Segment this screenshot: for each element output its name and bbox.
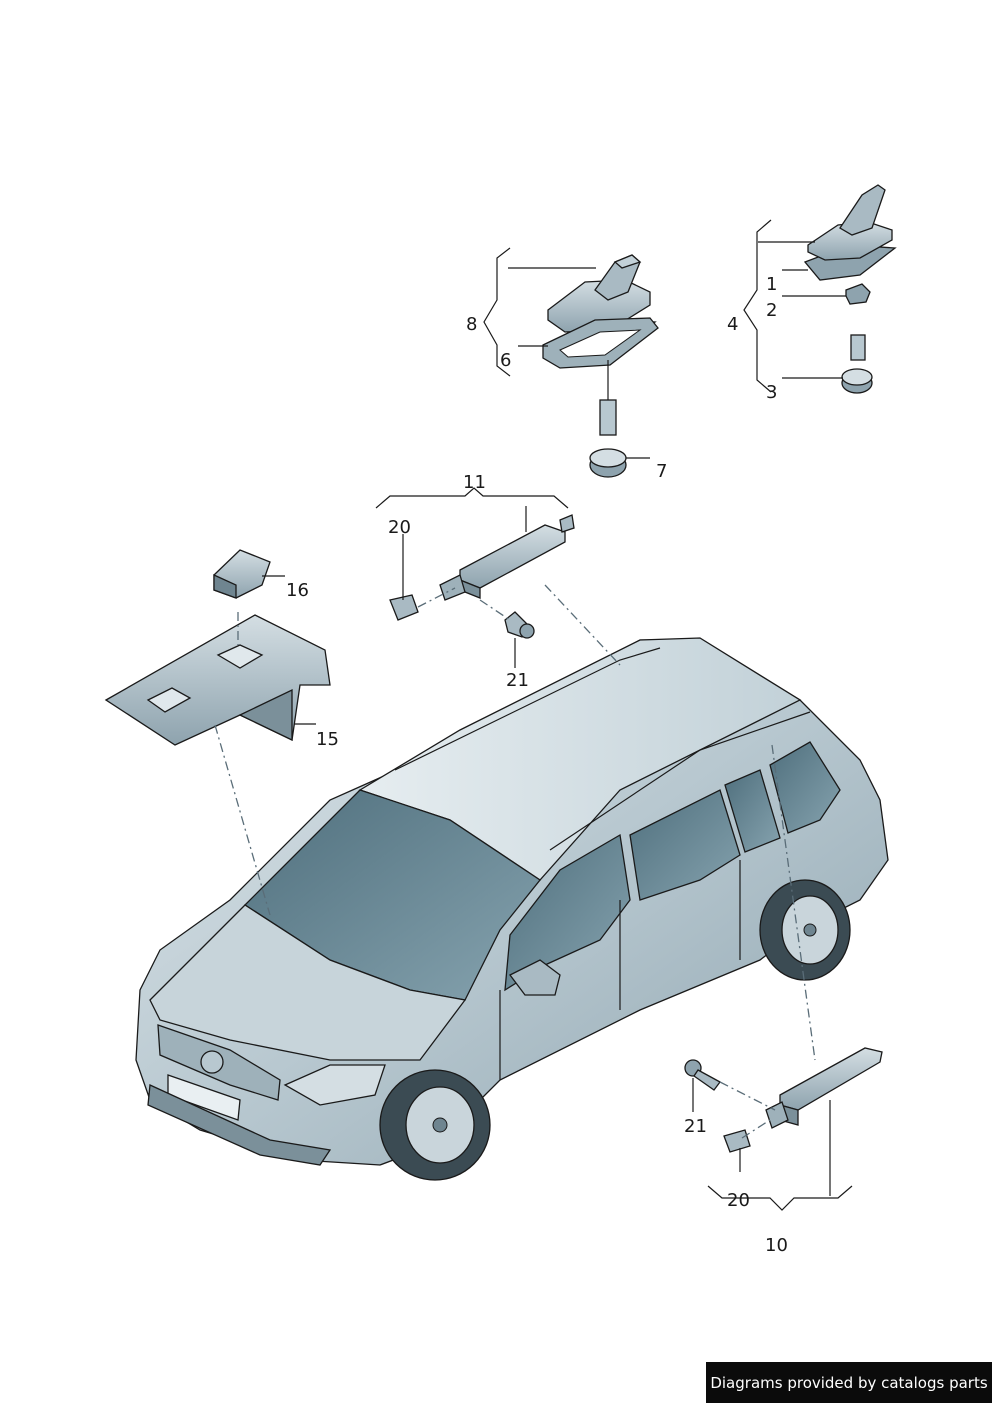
callout-2: 2 — [766, 300, 777, 321]
antenna-cable-8 — [599, 360, 617, 436]
roof-antenna-4 — [803, 184, 897, 281]
antenna-seal-6 — [542, 317, 659, 369]
callout-11: 11 — [463, 472, 486, 493]
alignment-lines — [214, 584, 816, 1139]
callout-20-upper: 20 — [388, 517, 411, 538]
callout-20-lower: 20 — [727, 1190, 750, 1211]
callout-10: 10 — [765, 1235, 788, 1256]
callout-21-lower: 21 — [684, 1116, 707, 1137]
callout-7: 7 — [656, 461, 667, 482]
antenna-nut-7 — [589, 448, 627, 478]
camera-module-16 — [213, 549, 271, 599]
attribution-banner: Diagrams provided by catalogs parts — [706, 1362, 992, 1403]
attribution-text: Diagrams provided by catalogs parts — [710, 1373, 988, 1392]
callout-labels: 1 2 3 4 6 7 8 10 11 15 16 20 20 21 21 — [286, 274, 788, 1256]
callout-21-upper: 21 — [506, 670, 529, 691]
amplifier-module-11 — [439, 514, 575, 601]
antenna-nut-3 — [841, 368, 873, 394]
callout-6: 6 — [500, 350, 511, 371]
callout-16: 16 — [286, 580, 309, 601]
callout-8: 8 — [466, 314, 477, 335]
callout-15: 15 — [316, 729, 339, 750]
amplifier-module-10 — [765, 1047, 883, 1129]
callout-1: 1 — [766, 274, 777, 295]
callout-3: 3 — [766, 382, 777, 403]
vehicle-illustration — [135, 637, 889, 1181]
clip-20-upper — [389, 594, 419, 621]
screw-21-upper — [504, 611, 535, 639]
clip-20-lower — [723, 1129, 751, 1153]
leader-lines — [262, 219, 853, 1211]
bracket-plate-15 — [104, 614, 331, 746]
vw-logo-icon — [200, 1050, 224, 1074]
screw-21-lower — [684, 1059, 721, 1091]
antenna-clip-2 — [845, 283, 871, 361]
callout-4: 4 — [727, 314, 738, 335]
